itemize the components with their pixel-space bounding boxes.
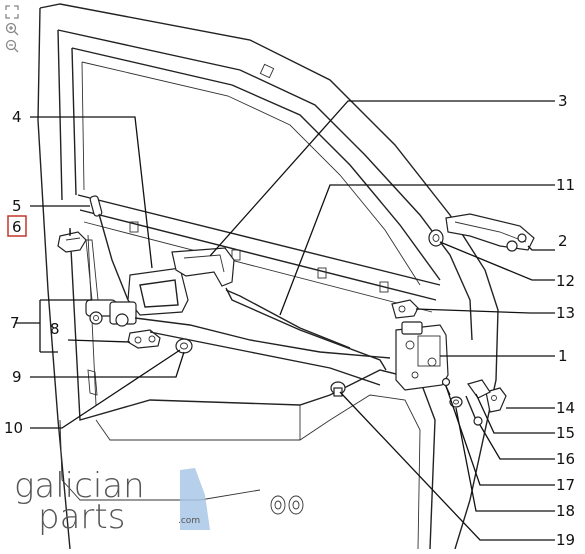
part-15-striker-bolt[interactable] (467, 379, 491, 399)
part-13-rod-clip[interactable] (391, 299, 419, 319)
part-1-door-latch[interactable] (395, 321, 449, 391)
callout-3[interactable]: 3 (558, 92, 568, 110)
part-14-striker-plate[interactable] (485, 387, 507, 413)
part-4-inner-handle-bezel[interactable] (127, 267, 189, 316)
callout-labels: 4 5 6 7 8 9 10 3 11 2 12 13 1 14 15 16 1… (4, 92, 575, 549)
logo-accent-shape (180, 468, 210, 530)
logo-line-2: parts (38, 497, 125, 537)
part-19-bumper[interactable] (330, 381, 346, 397)
control-rods (134, 317, 391, 386)
callout-13[interactable]: 13 (556, 304, 575, 322)
fit-to-screen-icon[interactable] (5, 5, 21, 21)
part-3-inner-door-handle[interactable] (171, 247, 387, 371)
callout-6[interactable]: 6 (12, 218, 22, 236)
logo-suffix: .com (178, 516, 200, 526)
part-16-screw[interactable] (465, 395, 483, 426)
part-5-lock-knob-rod[interactable] (89, 195, 129, 301)
logo-line-1: galician (14, 466, 145, 506)
part-12-handle-seal[interactable] (428, 229, 444, 247)
callout-11[interactable]: 11 (556, 176, 575, 194)
part-6-knob[interactable] (57, 231, 87, 253)
part-11-remote-rod[interactable] (225, 289, 351, 349)
callout-14[interactable]: 14 (556, 399, 575, 417)
part-2-exterior-handle[interactable] (445, 213, 535, 252)
callout-18[interactable]: 18 (556, 502, 575, 520)
callout-19[interactable]: 19 (556, 531, 575, 549)
viewer-toolbar (5, 5, 23, 56)
galicianparts-logo: galician parts .com (14, 466, 210, 537)
callout-4[interactable]: 4 (12, 108, 22, 126)
callout-10[interactable]: 10 (4, 419, 23, 437)
callout-6-selected-outline (7, 215, 27, 237)
callout-5[interactable]: 5 (12, 197, 22, 215)
callout-12[interactable]: 12 (556, 272, 575, 290)
callout-7[interactable]: 7 (10, 314, 20, 332)
callout-15[interactable]: 15 (556, 424, 575, 442)
callout-9[interactable]: 9 (12, 368, 22, 386)
callout-2[interactable]: 2 (558, 232, 568, 250)
callout-1[interactable]: 1 (558, 347, 568, 365)
zoom-out-icon[interactable] (5, 39, 21, 55)
callout-17[interactable]: 17 (556, 476, 575, 494)
leader-lines (15, 100, 555, 541)
zoom-in-icon[interactable] (5, 22, 21, 38)
callout-16[interactable]: 16 (556, 450, 575, 468)
callout-8[interactable]: 8 (50, 320, 60, 338)
part-7-lock-actuator[interactable] (85, 299, 137, 327)
